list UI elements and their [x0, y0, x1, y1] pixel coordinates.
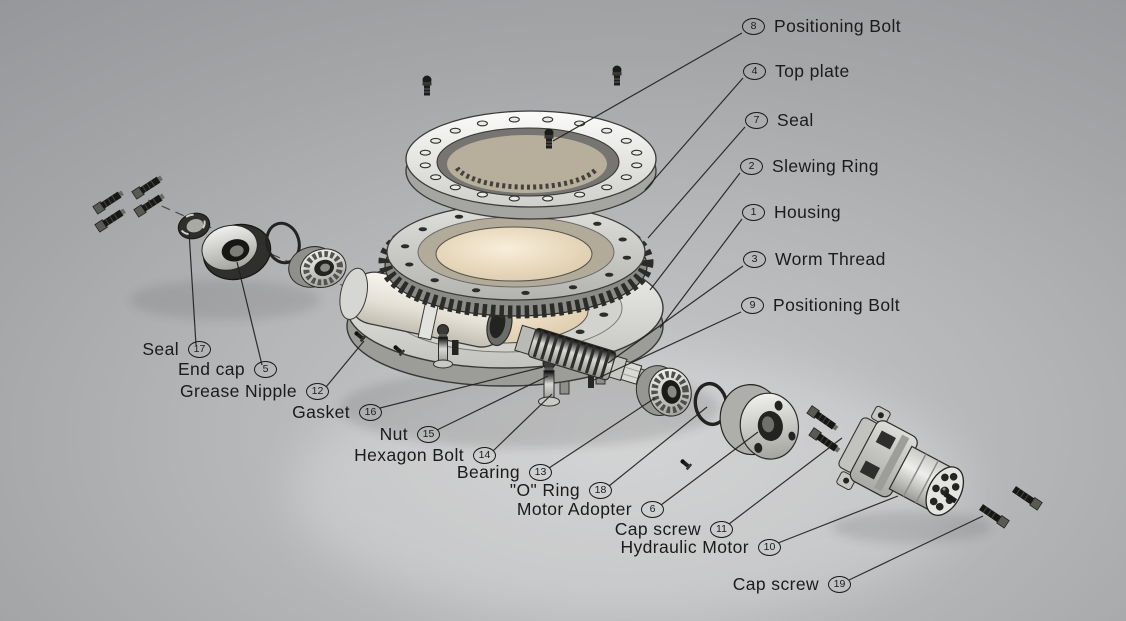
hydraulic-motor — [836, 405, 965, 516]
label-text: Housing — [774, 202, 842, 222]
label-slewing-ring-2: 2 Slewing Ring — [740, 156, 879, 177]
left-group-shadow — [130, 280, 320, 320]
label-seal-17: Seal 17 — [142, 339, 211, 360]
label-text: Positioning Bolt — [773, 295, 901, 315]
label-worm-thread-3: 3 Worm Thread — [743, 249, 886, 270]
circled-number-12: 12 — [306, 383, 329, 400]
top-plate-bolt-holes — [419, 116, 643, 202]
label-text: Bearing — [456, 462, 520, 482]
end-cap — [201, 223, 272, 281]
leader-lines — [188, 32, 984, 581]
label-text: Seal — [142, 339, 179, 359]
circled-number-5: 5 — [254, 361, 277, 378]
label-grease-nipple-12: Grease Nipple 12 — [180, 381, 329, 402]
circled-number-18: 18 — [589, 482, 612, 499]
label-text: Slewing Ring — [772, 156, 879, 176]
label-text: Cap screw — [732, 574, 819, 594]
label-nut-15: Nut 15 — [380, 424, 440, 445]
circled-number-14: 14 — [473, 447, 496, 464]
label-text: Worm Thread — [775, 249, 886, 269]
gear-teeth-through-opening — [454, 166, 600, 190]
label-text: Cap screw — [614, 519, 701, 539]
motor-adapter — [719, 384, 800, 460]
label-text: "O" Ring — [509, 480, 580, 500]
label-hydraulic-motor-10: Hydraulic Motor 10 — [620, 537, 781, 558]
circled-number-1: 1 — [742, 204, 765, 221]
grease-nipples — [354, 331, 693, 471]
slewing-ring-gear — [378, 203, 654, 319]
circled-number-9: 9 — [741, 297, 764, 314]
label-cap-screw-11: Cap screw 11 — [615, 519, 733, 540]
label-gasket-16: Gasket 16 — [292, 402, 382, 423]
label-o-ring-18: "O" Ring 18 — [510, 480, 612, 501]
label-top-plate-4: 4 Top plate — [743, 61, 850, 82]
circled-number-3: 3 — [743, 251, 766, 268]
circled-number-16: 16 — [359, 404, 382, 421]
label-hexagon-bolt-14: Hexagon Bolt 14 — [354, 445, 496, 466]
positioning-bolt-top-right — [612, 65, 622, 86]
circled-number-4: 4 — [743, 63, 766, 80]
positioning-bolt-top-left — [422, 75, 432, 96]
label-motor-adopter-6: Motor Adopter 6 — [517, 499, 664, 520]
motor-shadow — [832, 511, 992, 543]
label-positioning-bolt-9: 9 Positioning Bolt — [741, 295, 900, 316]
circled-number-8: 8 — [742, 18, 765, 35]
label-cap-screw-19: Cap screw 19 — [733, 574, 851, 595]
label-text: Seal — [777, 110, 814, 130]
label-text: Top plate — [775, 61, 850, 81]
label-seal-7: 7 Seal — [745, 110, 814, 131]
circled-number-13: 13 — [529, 464, 552, 481]
label-text: Hydraulic Motor — [620, 537, 749, 557]
label-end-cap-5: End cap 5 — [178, 359, 277, 380]
circled-number-15: 15 — [417, 426, 440, 443]
label-text: Gasket — [292, 402, 350, 422]
top-plate — [405, 110, 657, 220]
label-bearing-13: Bearing 13 — [457, 462, 552, 483]
circled-number-6: 6 — [641, 501, 664, 518]
label-text: Hexagon Bolt — [354, 445, 464, 465]
circled-number-10: 10 — [758, 539, 781, 556]
label-text: Motor Adopter — [516, 499, 632, 519]
seal-small — [177, 212, 211, 240]
left-cap-screws — [92, 175, 165, 233]
gear-teeth — [378, 205, 654, 319]
label-housing-1: 1 Housing — [742, 202, 841, 223]
circled-number-7: 7 — [745, 112, 768, 129]
hexagon-bolt-1 — [433, 324, 453, 369]
label-text: Positioning Bolt — [774, 16, 902, 36]
label-text: End cap — [177, 359, 245, 379]
floor-lighting — [130, 280, 992, 620]
stud-small — [452, 340, 459, 355]
gasket-ring — [265, 221, 301, 265]
circled-number-17: 17 — [188, 341, 211, 358]
label-positioning-bolt-8: 8 Positioning Bolt — [742, 16, 901, 37]
right-cap-screws — [806, 405, 1043, 529]
bearing-left — [288, 246, 347, 288]
positioning-bolt-on-plate — [544, 128, 554, 149]
label-text: Grease Nipple — [179, 381, 297, 401]
circled-number-2: 2 — [740, 158, 763, 175]
circled-number-11: 11 — [710, 521, 733, 538]
label-text: Nut — [379, 424, 408, 444]
circled-number-19: 19 — [828, 576, 851, 593]
